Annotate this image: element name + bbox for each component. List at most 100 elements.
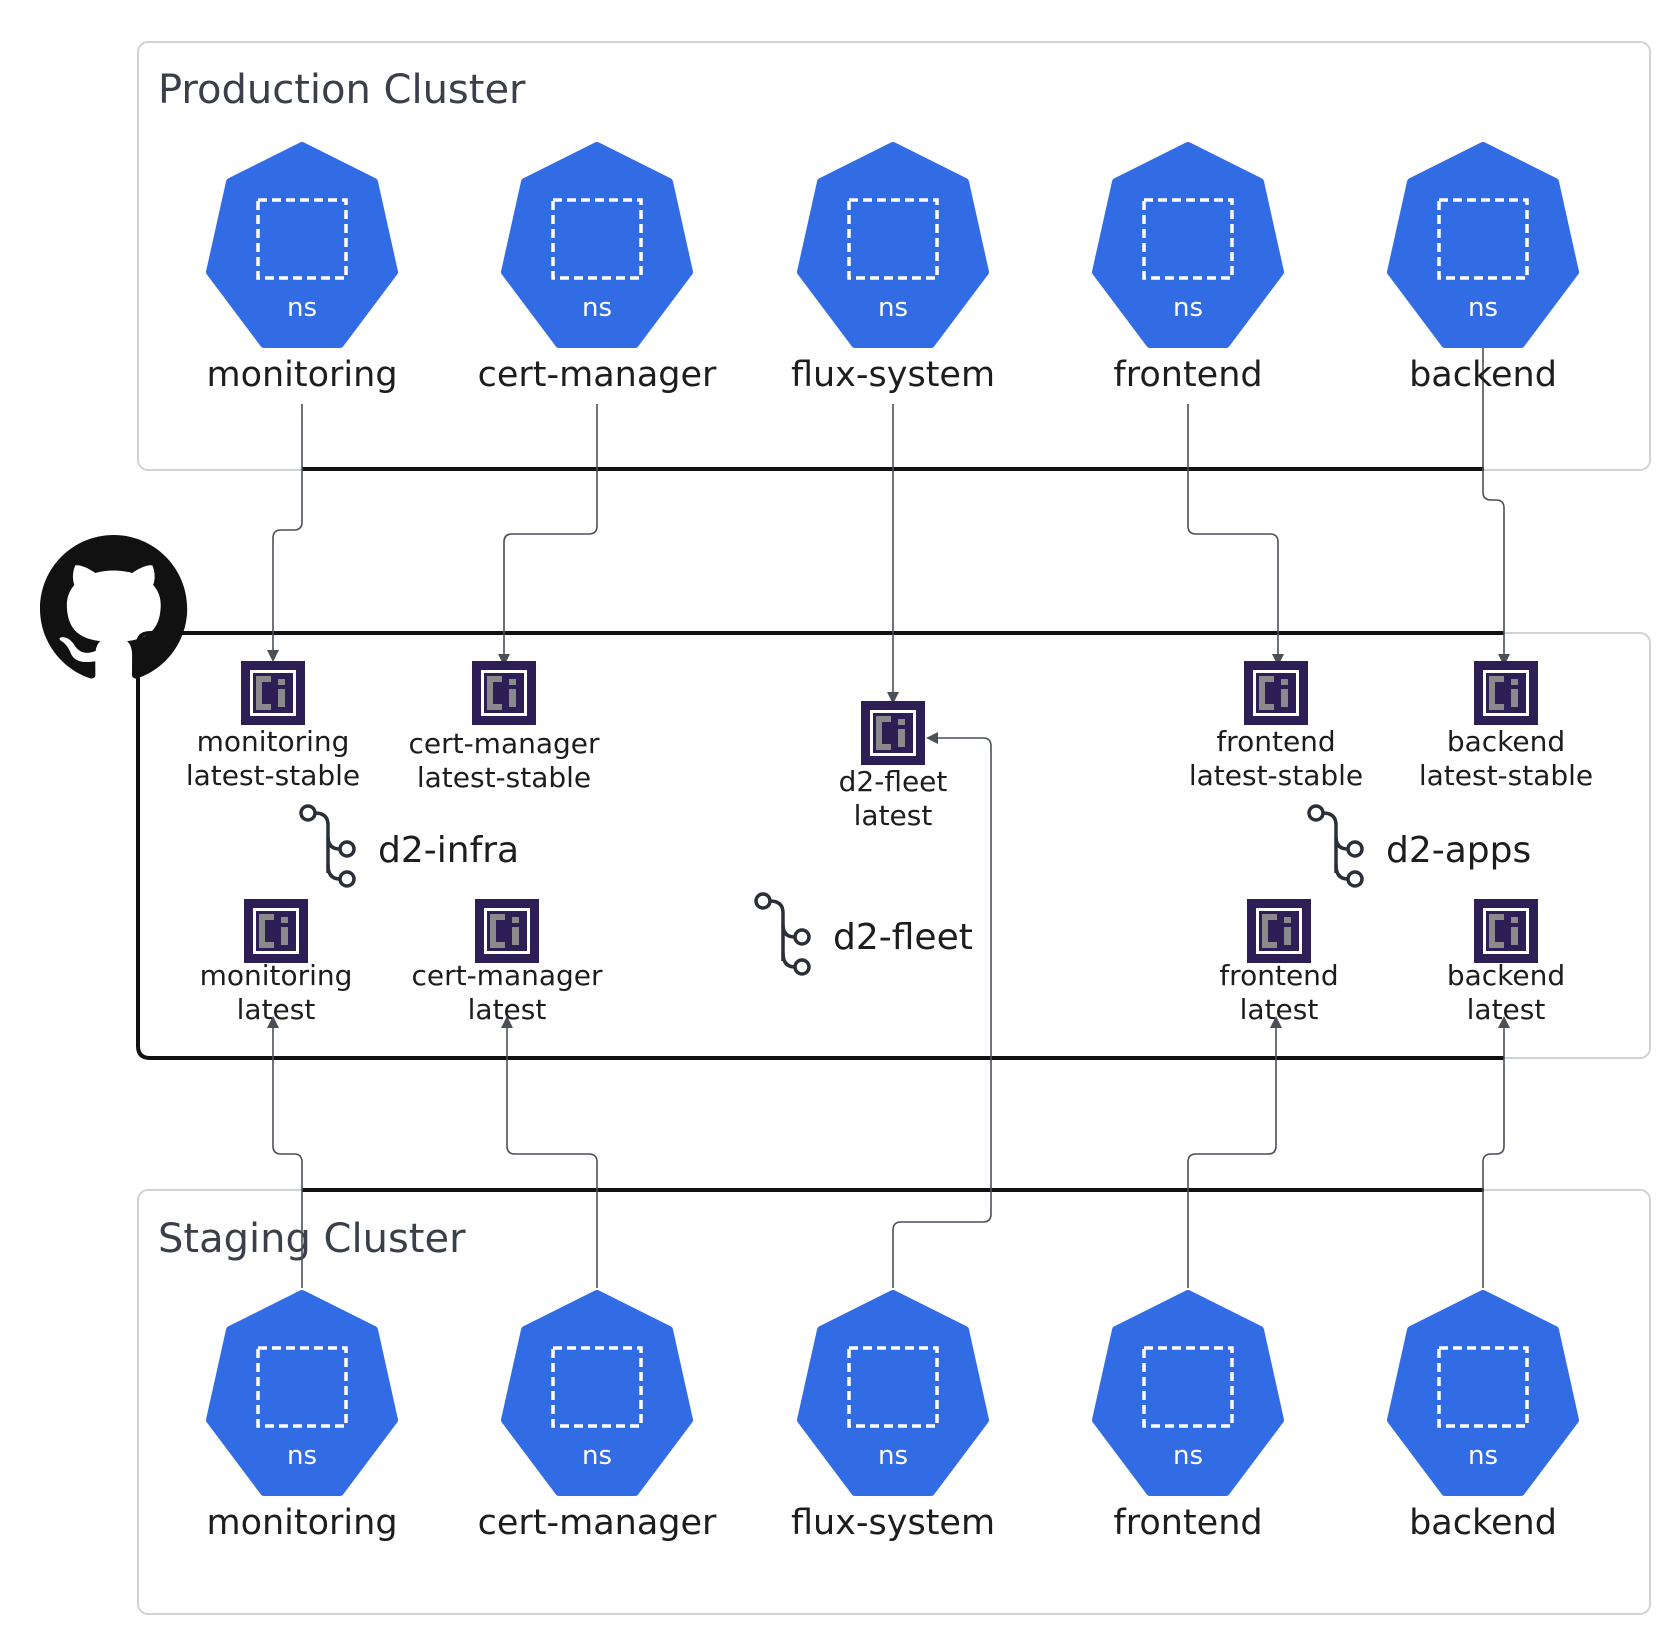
oci-artifact-icon	[1244, 661, 1308, 725]
git-branch-icon	[299, 804, 356, 888]
namespace-label: backend	[1409, 1503, 1557, 1543]
artifact-tag: latest-stable	[186, 759, 360, 792]
kubernetes-heptagon-icon	[501, 1290, 693, 1496]
artifact-node[interactable]: cert-manager latest	[411, 899, 603, 1026]
oci-artifact-icon	[241, 661, 305, 725]
namespace-dashed-box-icon	[551, 1346, 643, 1428]
git-repos: d2-infra d2-fleet d2-apps	[299, 804, 1531, 976]
namespace-label: cert-manager	[478, 1503, 717, 1543]
production-connectors	[267, 338, 1510, 704]
ns-badge: ns	[287, 293, 317, 323]
artifact-node[interactable]: monitoring latest	[200, 899, 353, 1026]
repo-d2-infra[interactable]: d2-infra	[299, 804, 519, 888]
connector-backend-prod	[1482, 338, 1510, 666]
artifact-name: d2-fleet	[839, 765, 948, 798]
namespace-dashed-box-icon	[1142, 198, 1234, 280]
artifact-tag: latest	[1467, 993, 1546, 1026]
namespace-label: frontend	[1113, 355, 1262, 395]
namespace-dashed-box-icon	[551, 198, 643, 280]
github-container	[136, 631, 1651, 1060]
namespace-dashed-box-icon	[1437, 1346, 1529, 1428]
kubernetes-heptagon-icon	[206, 142, 398, 348]
artifact-node[interactable]: monitoring latest-stable	[186, 661, 360, 792]
git-branch-icon	[754, 892, 811, 976]
github-icon	[40, 535, 188, 679]
staging-cluster-title: Staging Cluster	[158, 1216, 466, 1262]
namespace-label: frontend	[1113, 1503, 1262, 1543]
artifact-tag: latest-stable	[1189, 759, 1363, 792]
namespace-node[interactable]: ns frontend	[1092, 142, 1284, 395]
ns-badge: ns	[1173, 293, 1203, 323]
artifacts: monitoring latest-stable cert-manager la…	[186, 661, 1593, 1026]
oci-artifact-icon	[1474, 899, 1538, 963]
oci-artifact-icon	[475, 899, 539, 963]
kubernetes-heptagon-icon	[1092, 1290, 1284, 1496]
namespace-node[interactable]: ns monitoring	[206, 1290, 398, 1543]
artifact-node[interactable]: frontend latest	[1219, 899, 1339, 1026]
kubernetes-heptagon-icon	[206, 1290, 398, 1496]
artifact-name: cert-manager	[408, 727, 600, 760]
namespace-label: monitoring	[206, 355, 397, 395]
namespace-node[interactable]: ns cert-manager	[478, 1290, 717, 1543]
oci-artifact-icon	[244, 899, 308, 963]
namespace-node[interactable]: ns backend	[1387, 142, 1579, 395]
artifact-name: frontend	[1219, 959, 1338, 992]
namespace-node[interactable]: ns monitoring	[206, 142, 398, 395]
connector-backend-stage	[1482, 1016, 1510, 1288]
connector-monitoring-prod	[267, 404, 303, 662]
namespace-label: backend	[1409, 355, 1557, 395]
artifact-name: monitoring	[200, 959, 353, 992]
production-namespaces: ns monitoring ns cert-manager ns flux-sy…	[206, 142, 1579, 395]
namespace-label: flux-system	[791, 1503, 995, 1543]
connector-cert-manager-prod	[498, 404, 598, 666]
artifact-name: backend	[1447, 959, 1565, 992]
namespace-node[interactable]: ns frontend	[1092, 1290, 1284, 1543]
namespace-label: cert-manager	[478, 355, 717, 395]
artifact-node[interactable]: frontend latest-stable	[1189, 661, 1363, 792]
connector-frontend-prod	[1187, 404, 1284, 666]
kubernetes-heptagon-icon	[797, 1290, 989, 1496]
namespace-dashed-box-icon	[1437, 198, 1529, 280]
oci-artifact-icon	[1247, 899, 1311, 963]
ns-badge: ns	[1468, 293, 1498, 323]
ns-badge: ns	[878, 1441, 908, 1471]
artifact-node[interactable]: backend latest-stable	[1419, 661, 1593, 792]
kubernetes-heptagon-icon	[797, 142, 989, 348]
connector-cert-manager-stage	[501, 1016, 598, 1288]
artifact-node[interactable]: cert-manager latest-stable	[408, 661, 600, 794]
namespace-dashed-box-icon	[1142, 1346, 1234, 1428]
repo-name: d2-apps	[1386, 830, 1531, 871]
repo-name: d2-infra	[378, 830, 519, 871]
repo-d2-apps[interactable]: d2-apps	[1307, 804, 1531, 888]
namespace-node[interactable]: ns flux-system	[791, 1290, 995, 1543]
artifact-name: monitoring	[197, 725, 350, 758]
git-branch-icon	[1307, 804, 1364, 888]
oci-artifact-icon	[861, 701, 925, 765]
artifact-node[interactable]: d2-fleet latest	[839, 701, 948, 832]
repo-d2-fleet[interactable]: d2-fleet	[754, 892, 973, 976]
namespace-node[interactable]: ns cert-manager	[478, 142, 717, 395]
kubernetes-heptagon-icon	[1387, 142, 1579, 348]
staging-connectors	[267, 732, 1510, 1288]
artifact-name: cert-manager	[411, 959, 603, 992]
artifact-node[interactable]: backend latest	[1447, 899, 1565, 1026]
ns-badge: ns	[287, 1441, 317, 1471]
kubernetes-heptagon-icon	[501, 142, 693, 348]
namespace-node[interactable]: ns backend	[1387, 1290, 1579, 1543]
kubernetes-heptagon-icon	[1387, 1290, 1579, 1496]
namespace-dashed-box-icon	[256, 1346, 348, 1428]
artifact-tag: latest-stable	[1419, 759, 1593, 792]
kubernetes-heptagon-icon	[1092, 142, 1284, 348]
ns-badge: ns	[1173, 1441, 1203, 1471]
ns-badge: ns	[582, 293, 612, 323]
artifact-tag: latest	[854, 799, 933, 832]
namespace-node[interactable]: ns flux-system	[791, 142, 995, 395]
artifact-tag: latest-stable	[417, 761, 591, 794]
connector-monitoring-stage	[267, 1016, 303, 1288]
namespace-dashed-box-icon	[847, 198, 939, 280]
oci-artifact-icon	[1474, 661, 1538, 725]
oci-artifact-icon	[472, 661, 536, 725]
namespace-label: flux-system	[791, 355, 995, 395]
staging-namespaces: ns monitoring ns cert-manager ns flux-sy…	[206, 1290, 1579, 1543]
